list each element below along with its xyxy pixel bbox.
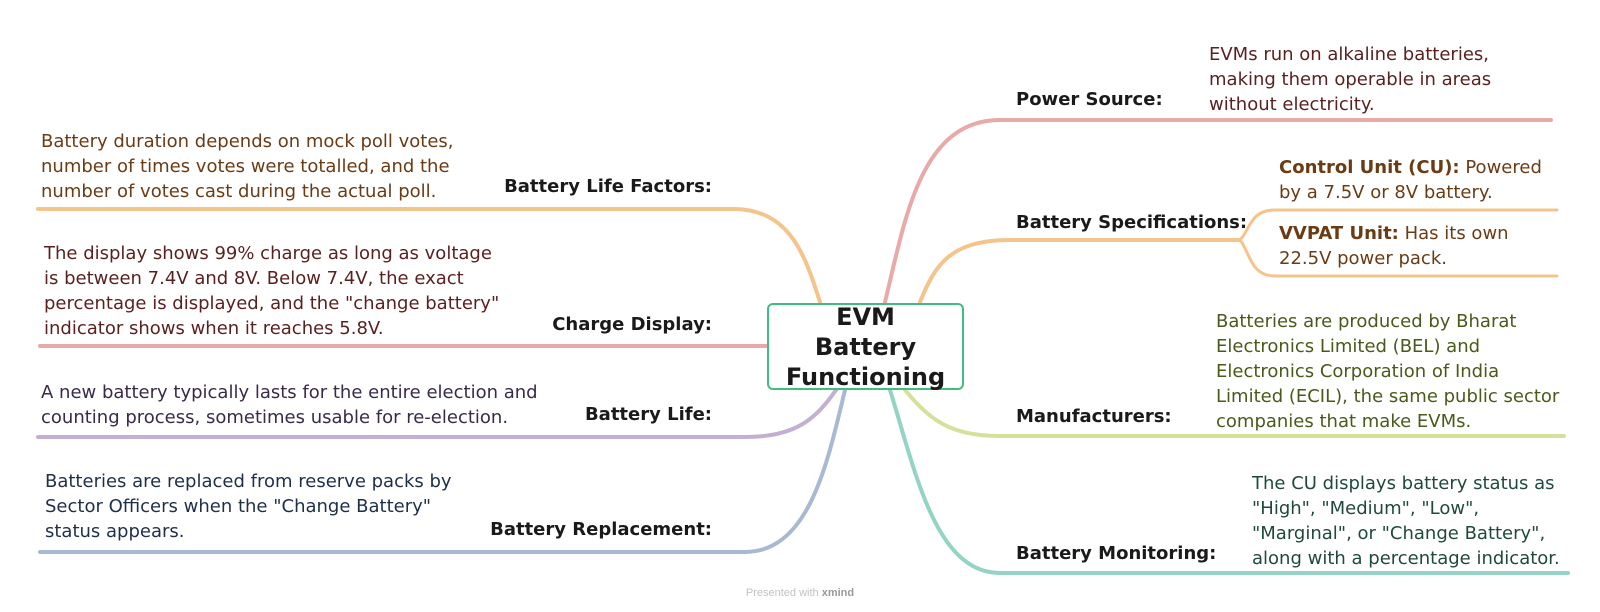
- branch-battery-life: [36, 388, 838, 439]
- battery-life-label[interactable]: Battery Life:: [584, 404, 712, 425]
- branch-power-source: [883, 118, 1553, 304]
- charge-display-description: The display shows 99% charge as long as …: [44, 243, 500, 339]
- spec-vvpat-description: VVPAT Unit: Has its own 22.5V power pack…: [1279, 221, 1519, 271]
- branch-battery-replacement: [38, 388, 847, 554]
- branch-manufacturers: [903, 388, 1566, 438]
- battery-life-factors-description: Battery duration depends on mock poll vo…: [41, 131, 454, 202]
- power-source-label[interactable]: Power Source:: [1016, 89, 1163, 110]
- footer-brand: xmind: [821, 587, 855, 599]
- spec-vvpat-text: Has its own 22.5V power pack.: [1279, 223, 1509, 269]
- footer-credit: Presented with xmind: [0, 587, 1600, 599]
- branch-spec-cu: [1238, 208, 1559, 242]
- battery-monitoring-label[interactable]: Battery Monitoring:: [1016, 543, 1217, 564]
- battery-life-description: A new battery typically lasts for the en…: [41, 382, 538, 428]
- battery-monitoring-description: The CU displays battery status as "High"…: [1252, 473, 1560, 569]
- manufacturers-label[interactable]: Manufacturers:: [1016, 406, 1172, 427]
- central-topic-title: EVM Battery Functioning: [785, 302, 946, 391]
- battery-replacement-label[interactable]: Battery Replacement:: [490, 519, 712, 540]
- spec-cu-description: Control Unit (CU): Powered by a 7.5V or …: [1279, 155, 1549, 205]
- spec-cu-title: Control Unit (CU):: [1279, 157, 1460, 178]
- charge-display-label[interactable]: Charge Display:: [552, 314, 712, 335]
- battery-life-factors-label[interactable]: Battery Life Factors:: [504, 176, 712, 197]
- branch-battery-life-factors: [36, 207, 822, 304]
- central-topic[interactable]: EVM Battery Functioning: [767, 302, 964, 391]
- battery-replacement-description: Batteries are replaced from reserve pack…: [45, 471, 452, 542]
- power-source-description: EVMs run on alkaline batteries, making t…: [1209, 44, 1492, 115]
- spec-vvpat-title: VVPAT Unit:: [1279, 223, 1399, 244]
- branch-battery-specifications: [918, 238, 1242, 304]
- manufacturers-description: Batteries are produced by Bharat Electro…: [1216, 311, 1560, 432]
- branch-battery-monitoring: [888, 388, 1570, 575]
- branch-spec-vvpat: [1238, 238, 1559, 278]
- battery-specifications-label[interactable]: Battery Specifications:: [1016, 212, 1248, 233]
- footer-prefix: Presented with: [745, 587, 822, 599]
- spec-cu-text: Powered by a 7.5V or 8V battery.: [1279, 157, 1542, 203]
